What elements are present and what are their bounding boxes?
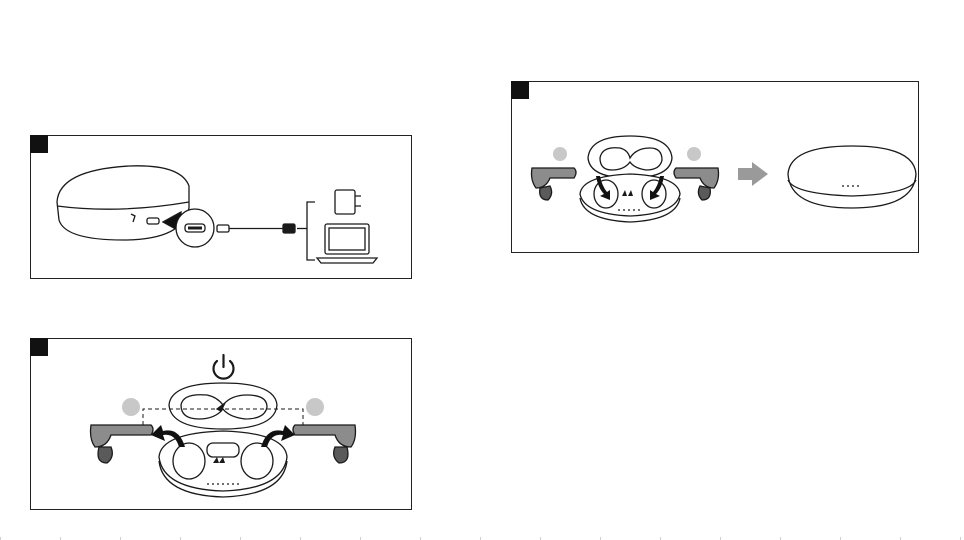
indicator-dot bbox=[687, 147, 701, 161]
gray-arrow-right-icon bbox=[738, 162, 768, 186]
charge-panel bbox=[30, 135, 412, 279]
indicator-dot bbox=[553, 147, 567, 161]
open-charging-case-icon bbox=[580, 136, 680, 222]
charging-case-icon bbox=[57, 166, 189, 240]
indicator-dot bbox=[122, 398, 140, 416]
power-on-panel bbox=[30, 338, 412, 510]
laptop-icon bbox=[317, 224, 377, 263]
left-earbud-icon bbox=[91, 425, 154, 463]
right-earbud-icon bbox=[674, 168, 719, 200]
power-on-illustration bbox=[31, 339, 413, 511]
left-earbud-icon bbox=[532, 168, 577, 200]
usb-cable-icon bbox=[217, 224, 295, 233]
wall-adapter-icon bbox=[335, 190, 361, 214]
right-earbud-icon bbox=[293, 425, 356, 463]
store-illustration bbox=[512, 82, 920, 254]
store-panel bbox=[511, 81, 919, 253]
indicator-dot bbox=[306, 398, 324, 416]
charge-illustration bbox=[31, 136, 413, 280]
closed-charging-case-icon bbox=[788, 146, 916, 208]
power-icon bbox=[214, 355, 234, 379]
